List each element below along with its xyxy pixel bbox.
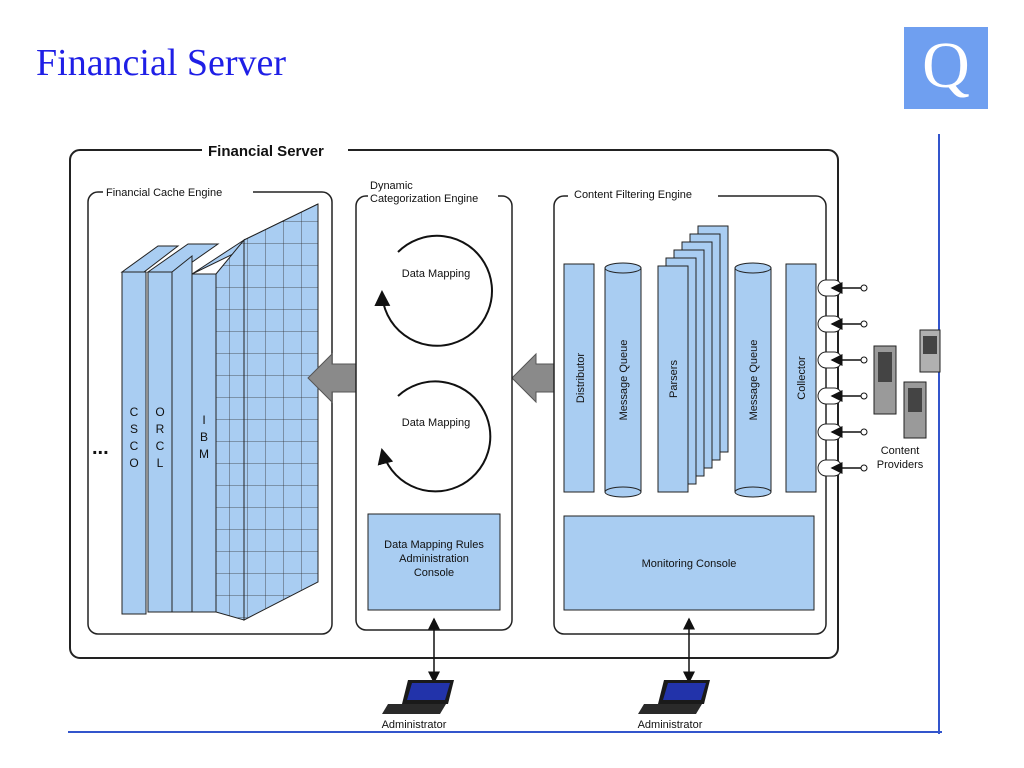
server-icon-3 bbox=[903, 381, 927, 439]
slide-title: Financial Server bbox=[36, 42, 287, 84]
rules-console-line2: Administration bbox=[399, 553, 469, 565]
cache-ellipsis: ... bbox=[92, 437, 109, 459]
monitoring-console-label: Monitoring Console bbox=[642, 558, 737, 570]
rules-console-box bbox=[367, 513, 501, 611]
laptop-icon-left bbox=[382, 680, 454, 714]
data-mapping-label-2: Data Mapping bbox=[402, 417, 471, 429]
rules-console-line3: Console bbox=[414, 567, 454, 579]
filtering-engine-label: Content Filtering Engine bbox=[574, 189, 692, 201]
categorization-label-bg bbox=[368, 174, 498, 208]
message-queue-left bbox=[604, 262, 642, 498]
parsers-stack bbox=[657, 225, 729, 493]
message-queue-right bbox=[734, 262, 772, 498]
slab-orcl bbox=[146, 243, 220, 613]
distributor-block bbox=[563, 263, 595, 493]
message-queue-left-label: Message Queue bbox=[618, 340, 630, 421]
content-providers-line2: Providers bbox=[877, 459, 924, 471]
server-label-bg bbox=[202, 140, 348, 160]
slab-csco bbox=[120, 245, 180, 615]
logo-letter: Q bbox=[922, 29, 970, 102]
categorization-label-line2: Categorization Engine bbox=[370, 193, 478, 205]
architecture-diagram: Financial Server Financial Cache Engine … bbox=[68, 134, 942, 734]
slab-ibm bbox=[191, 203, 319, 621]
server-icon-1 bbox=[873, 345, 897, 415]
laptop-icon-right bbox=[638, 680, 710, 714]
categorization-label-line1: Dynamic bbox=[370, 180, 413, 192]
message-queue-right-label: Message Queue bbox=[748, 340, 760, 421]
content-providers-line1: Content bbox=[881, 445, 920, 457]
cache-engine-label-bg bbox=[103, 184, 253, 200]
monitoring-console-box bbox=[563, 515, 815, 611]
data-mapping-cycle-arrow-1 bbox=[374, 234, 493, 347]
filtering-label-bg bbox=[568, 186, 718, 202]
collector-block bbox=[785, 263, 817, 493]
rules-console-line1: Data Mapping Rules bbox=[384, 539, 484, 551]
admin-label-left: Administrator bbox=[382, 719, 447, 731]
provider-connectors bbox=[817, 279, 868, 477]
admin-label-right: Administrator bbox=[638, 719, 703, 731]
data-mapping-cycle-arrow-2 bbox=[377, 380, 492, 493]
q-logo: Q bbox=[904, 27, 988, 109]
data-mapping-label-1: Data Mapping bbox=[402, 268, 471, 280]
cache-engine-label: Financial Cache Engine bbox=[106, 187, 222, 199]
distributor-label: Distributor bbox=[575, 353, 587, 403]
diagram-frame: Financial Server Financial Cache Engine … bbox=[68, 134, 942, 734]
collector-label: Collector bbox=[796, 356, 808, 400]
financial-server-label: Financial Server bbox=[208, 143, 324, 160]
parsers-label: Parsers bbox=[668, 360, 680, 398]
server-icon-2 bbox=[919, 329, 941, 373]
